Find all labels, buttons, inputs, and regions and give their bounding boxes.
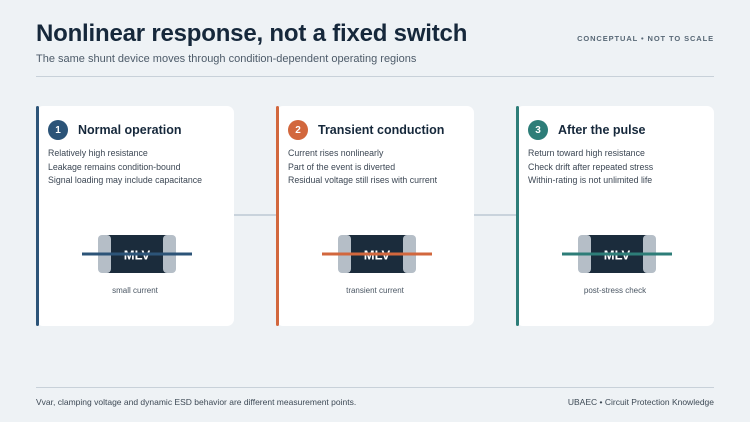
current-line	[82, 252, 192, 256]
connector-1-2	[234, 214, 276, 216]
footer-note: Vvar, clamping voltage and dynamic ESD b…	[36, 397, 357, 407]
stage-caption: small current	[112, 286, 158, 295]
stage-line: Part of the event is diverted	[288, 161, 396, 172]
stage-caption: post-stress check	[583, 286, 647, 295]
stage-card-transient-conduction: 2 Transient conduction Current rises non…	[276, 106, 474, 326]
footer-divider	[36, 387, 714, 388]
footer-source: UBAEC • Circuit Protection Knowledge	[567, 397, 714, 407]
header-divider	[36, 76, 714, 77]
stage-line: Leakage remains condition-bound	[48, 161, 181, 172]
stage-number-badge: 3	[528, 120, 548, 140]
current-line	[562, 252, 672, 256]
mlv-device-icon: MLV	[82, 235, 192, 273]
stage-line: Relatively high resistance	[48, 148, 148, 158]
page-subtitle: The same shunt device moves through cond…	[36, 53, 417, 65]
stage-line: Signal loading may include capacitance	[48, 175, 203, 185]
stage-line: Check drift after repeated stress	[528, 161, 654, 172]
stage-line: Within-rating is not unlimited life	[528, 175, 653, 185]
stage-line: Current rises nonlinearly	[288, 148, 384, 158]
stage-card-normal-operation: 1 Normal operation Relatively high resis…	[36, 106, 234, 326]
stage-title: Normal operation	[78, 123, 182, 137]
mlv-device-icon: MLV	[322, 235, 432, 273]
current-line	[322, 252, 432, 256]
mlv-device-icon: MLV	[562, 235, 672, 273]
stage-accent-bar	[36, 106, 39, 326]
stage-card-after-the-pulse: 3 After the pulse Return toward high res…	[516, 106, 714, 326]
stage-number-badge: 2	[288, 120, 308, 140]
stage-accent-bar	[516, 106, 519, 326]
page-title: Nonlinear response, not a fixed switch	[36, 20, 468, 47]
connector-2-3	[474, 214, 516, 216]
stage-title: After the pulse	[558, 123, 646, 137]
stage-line: Residual voltage still rises with curren…	[288, 175, 438, 185]
stage-accent-bar	[276, 106, 279, 326]
stage-caption: transient current	[346, 286, 404, 295]
stage-number-badge: 1	[48, 120, 68, 140]
conceptual-tag: CONCEPTUAL • NOT TO SCALE	[577, 34, 714, 43]
stage-title: Transient conduction	[318, 123, 445, 137]
stage-line: Return toward high resistance	[528, 148, 645, 158]
